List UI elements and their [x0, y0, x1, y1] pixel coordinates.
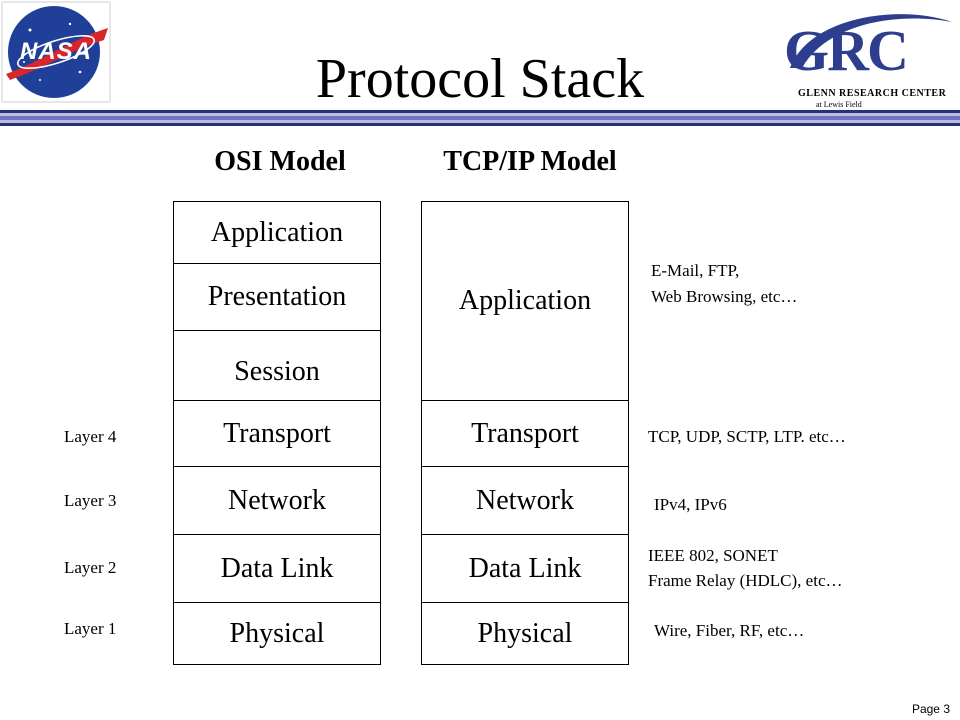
layer-number-2: Layer 2 — [64, 558, 117, 577]
note-application-line1: E-Mail, FTP, — [651, 261, 740, 280]
layer-number-3: Layer 3 — [64, 491, 117, 510]
tcpip-layer-data-link: Data Link — [422, 534, 628, 602]
note-network: IPv4, IPv6 — [654, 495, 727, 514]
note-transport: TCP, UDP, SCTP, LTP. etc… — [648, 427, 846, 446]
osi-layer-transport: Transport — [174, 400, 380, 466]
tcpip-layer-network: Network — [422, 466, 628, 534]
tcpip-layer-physical: Physical — [422, 602, 628, 664]
page-title: Protocol Stack — [315, 48, 645, 110]
osi-layer-session: Session — [174, 330, 380, 400]
page-number: Page 3 — [911, 702, 950, 716]
osi-layer-data-link: Data Link — [174, 534, 380, 602]
note-physical: Wire, Fiber, RF, etc… — [654, 621, 805, 640]
tcpip-stack: Application Transport Network Data Link … — [421, 201, 629, 665]
title-divider-bar — [0, 110, 960, 126]
note-datalink-line1: IEEE 802, SONET — [648, 546, 778, 565]
tcpip-model-heading: TCP/IP Model — [443, 146, 617, 177]
osi-layer-physical: Physical — [174, 602, 380, 664]
osi-layer-presentation: Presentation — [174, 263, 380, 330]
nasa-meatball-icon — [1, 1, 111, 103]
layer-number-4: Layer 4 — [64, 427, 117, 446]
note-application-line2: Web Browsing, etc… — [651, 287, 798, 306]
grc-swoosh-icon — [790, 14, 952, 68]
grc-field-name: at Lewis Field — [816, 100, 862, 109]
tcpip-layer-application: Application — [458, 285, 592, 316]
osi-model-heading: OSI Model — [214, 146, 346, 177]
grc-logo: GRC GLENN RESEARCH CENTER at Lewis Field — [780, 8, 956, 110]
osi-stack: Application Presentation Session Transpo… — [173, 201, 381, 665]
tcpip-layer-transport: Transport — [422, 400, 628, 466]
nasa-wordmark: NASA — [19, 38, 92, 65]
osi-layer-network: Network — [174, 466, 380, 534]
osi-layer-application: Application — [210, 216, 344, 248]
grc-letters: GRC — [784, 18, 909, 83]
grc-center-name: GLENN RESEARCH CENTER — [798, 88, 947, 99]
note-datalink-line2: Frame Relay (HDLC), etc… — [648, 571, 843, 590]
layer-number-1: Layer 1 — [64, 619, 117, 638]
nasa-logo: NASA — [0, 0, 112, 104]
